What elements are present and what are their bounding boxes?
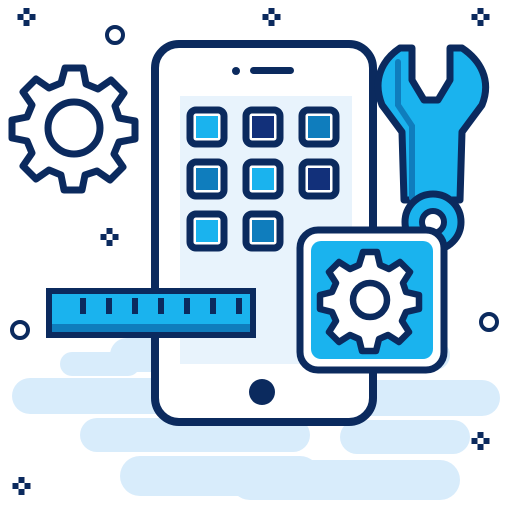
- ring-icon: [10, 25, 499, 340]
- phone-home-button: [249, 379, 275, 405]
- settings-gear-icon: [296, 226, 448, 374]
- ruler-icon: [46, 288, 256, 338]
- app-tile: [298, 106, 340, 148]
- phone-camera: [232, 67, 240, 75]
- app-tile: [186, 210, 228, 252]
- app-tile: [298, 158, 340, 200]
- phone-speaker: [250, 67, 294, 74]
- app-tile: [242, 210, 284, 252]
- app-tile: [186, 158, 228, 200]
- sparkle-icon: [12, 8, 490, 495]
- app-grid: [186, 106, 340, 252]
- large-gear-icon: [8, 64, 139, 194]
- cloud-backdrop: [12, 338, 500, 500]
- app-tile: [242, 158, 284, 200]
- app-tile: [242, 106, 284, 148]
- app-tile: [186, 106, 228, 148]
- wrench-icon: [374, 44, 490, 254]
